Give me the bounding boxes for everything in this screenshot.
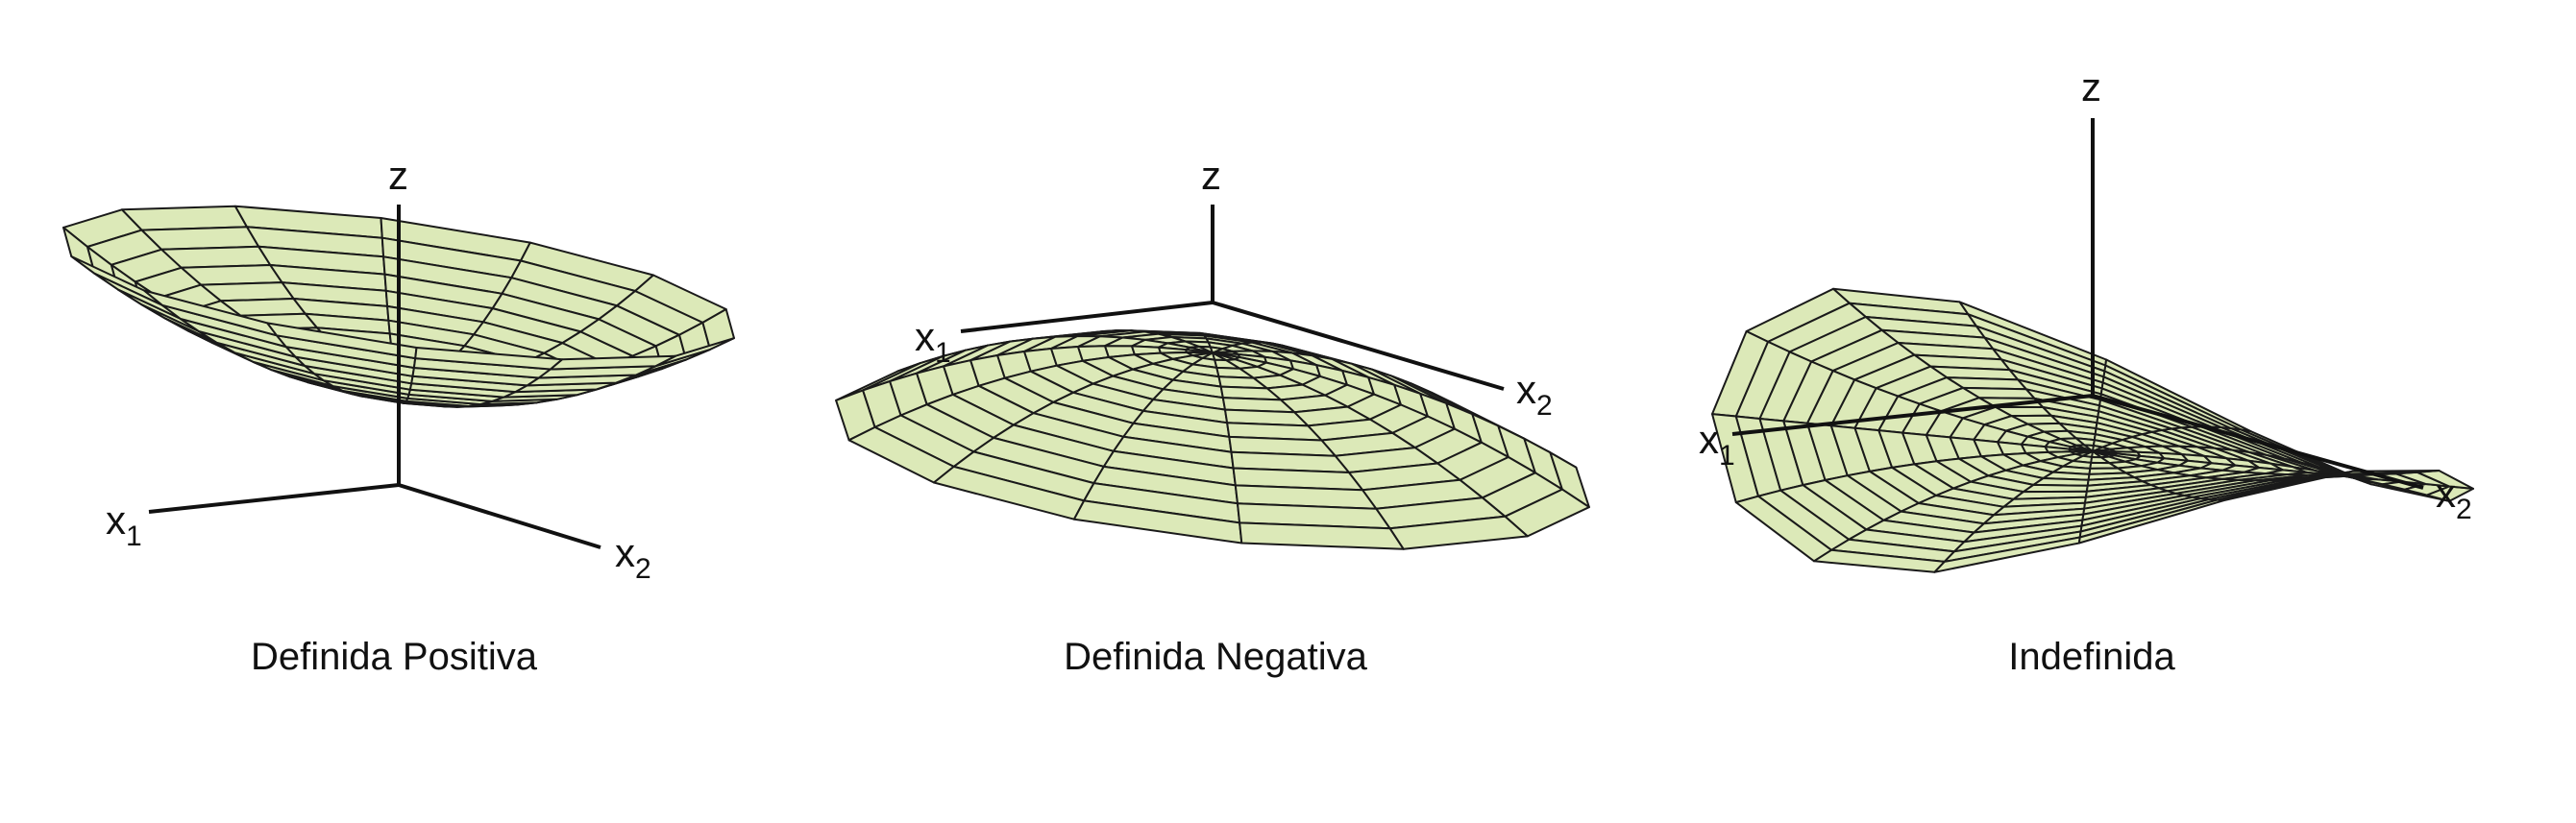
z-label-positive: z (388, 153, 408, 198)
surface-negative-definite (835, 329, 1590, 550)
panel-positive-definite: z x1 x2 Definida Positiva (62, 153, 735, 678)
x1-axis-negative (960, 301, 1214, 333)
z-label-indefinite: z (2081, 64, 2101, 109)
caption-negative-definite: Definida Negativa (1064, 636, 1367, 678)
x1-label-negative: x1 (915, 314, 951, 369)
mesh-face (1239, 521, 1405, 550)
panel-indefinite: z x1 x2 Indefinida (1699, 64, 2474, 678)
x1-label-positive: x1 (106, 497, 142, 552)
x1-axis-positive (148, 483, 400, 514)
surface-positive-definite (62, 205, 735, 408)
caption-positive-definite: Definida Positiva (251, 636, 538, 678)
x1-label-indefinite: x1 (1699, 417, 1735, 472)
z-label-negative: z (1201, 153, 1221, 198)
x2-axis-negative (1212, 301, 1505, 391)
surface-indefinite (1711, 287, 2474, 573)
x2-label-negative: x2 (1516, 367, 1553, 422)
x2-axis-indefinite (2092, 394, 2424, 490)
x2-label-positive: x2 (615, 530, 651, 585)
x2-axis-positive (398, 483, 601, 549)
caption-indefinite: Indefinida (2008, 636, 2175, 678)
mesh-face (2077, 498, 2227, 545)
x1-axis-indefinite (1731, 394, 2094, 436)
mesh-face (550, 354, 677, 371)
x2-label-indefinite: x2 (2436, 471, 2472, 525)
panel-negative-definite: z x1 x2 Definida Negativa (835, 153, 1590, 678)
mesh-face (120, 205, 248, 231)
